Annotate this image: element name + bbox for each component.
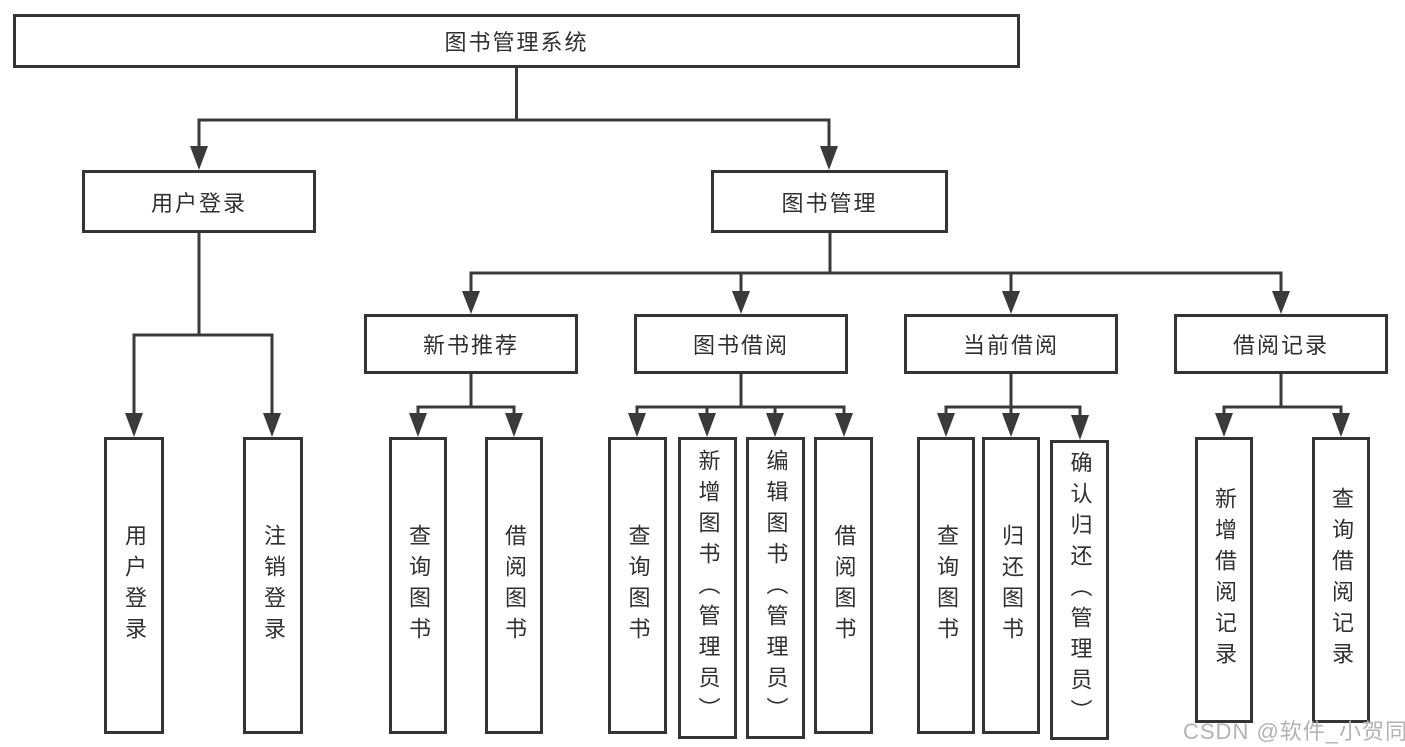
node-new-book-recommend-label: 新书推荐 — [422, 333, 519, 358]
node-book-borrow-label: 图书借阅 — [692, 333, 789, 358]
arrowhead-icon — [505, 413, 523, 437]
leaf-borrow-books-label: 借阅图书 — [831, 523, 857, 648]
connector-book-mgmt-to-level3 — [462, 233, 1290, 314]
node-root-label: 图书管理系统 — [444, 30, 589, 55]
leaf-query-books-current: 查询图书 — [917, 437, 975, 734]
node-new-book-recommend: 新书推荐 — [364, 314, 578, 374]
leaf-borrow-books: 借阅图书 — [814, 437, 873, 734]
leaf-logout: 注销登录 — [243, 437, 303, 734]
leaf-edit-books-admin: 编辑图书（管理员） — [746, 437, 805, 739]
node-user-login-label: 用户登录 — [150, 190, 247, 216]
leaf-return-books-label: 归还图书 — [999, 523, 1024, 648]
leaf-borrow-books-recommend-label: 借阅图书 — [502, 523, 527, 648]
connector-new-book-branch — [409, 374, 523, 437]
node-current-borrow-label: 当前借阅 — [962, 333, 1059, 358]
connector-book-borrow-branch — [628, 374, 853, 437]
leaf-logout-label: 注销登录 — [261, 523, 286, 648]
node-book-management: 图书管理 — [711, 170, 948, 233]
arrowhead-icon — [1002, 291, 1020, 314]
arrowhead-icon — [462, 291, 480, 314]
leaf-user-login-label: 用户登录 — [122, 523, 147, 648]
leaf-confirm-return-admin: 确认归还（管理员） — [1050, 440, 1109, 740]
leaf-edit-books-admin-label: 编辑图书（管理员） — [763, 448, 789, 728]
leaf-query-borrow-record: 查询借阅记录 — [1312, 437, 1370, 723]
connector-user-login-branch — [125, 233, 281, 437]
leaf-add-books-admin: 新增图书（管理员） — [678, 437, 737, 739]
arrowhead-icon — [125, 413, 143, 437]
node-book-management-label: 图书管理 — [781, 190, 878, 216]
node-book-borrow: 图书借阅 — [634, 314, 848, 374]
arrowhead-icon — [1002, 413, 1020, 437]
arrowhead-icon — [732, 291, 750, 314]
node-current-borrow: 当前借阅 — [904, 314, 1118, 374]
watermark: CSDN @软件_小贺同学 — [1183, 719, 1405, 744]
node-borrow-records-label: 借阅记录 — [1232, 333, 1329, 358]
arrowhead-icon — [820, 146, 838, 170]
leaf-query-books-borrow-label: 查询图书 — [625, 523, 651, 648]
leaf-query-books-recommend-label: 查询图书 — [406, 523, 431, 648]
leaf-borrow-books-recommend: 借阅图书 — [485, 437, 543, 734]
arrowhead-icon — [835, 413, 853, 437]
leaf-user-login: 用户登录 — [104, 437, 164, 734]
node-borrow-records: 借阅记录 — [1174, 314, 1388, 374]
leaf-add-borrow-record: 新增借阅记录 — [1195, 437, 1253, 723]
node-user-login: 用户登录 — [82, 170, 316, 233]
arrowhead-icon — [409, 413, 427, 437]
leaf-add-borrow-record-label: 新增借阅记录 — [1212, 487, 1237, 673]
connector-root-to-level2 — [190, 68, 838, 170]
arrowhead-icon — [628, 413, 646, 437]
node-root: 图书管理系统 — [13, 14, 1020, 68]
connector-current-borrow-branch — [937, 374, 1089, 440]
arrowhead-icon — [698, 413, 716, 437]
leaf-query-books-current-label: 查询图书 — [934, 523, 959, 648]
arrowhead-icon — [263, 413, 281, 437]
leaf-query-books-borrow: 查询图书 — [608, 437, 667, 734]
leaf-confirm-return-admin-label: 确认归还（管理员） — [1067, 450, 1093, 730]
leaf-query-borrow-record-label: 查询借阅记录 — [1329, 487, 1354, 673]
leaf-query-books-recommend: 查询图书 — [389, 437, 447, 734]
arrowhead-icon — [1215, 413, 1233, 437]
arrowhead-icon — [937, 413, 955, 437]
arrowhead-icon — [1071, 415, 1089, 440]
leaf-add-books-admin-label: 新增图书（管理员） — [695, 448, 721, 728]
arrowhead-icon — [766, 413, 784, 437]
leaf-return-books: 归还图书 — [982, 437, 1040, 734]
arrowhead-icon — [1272, 291, 1290, 314]
arrowhead-icon — [1332, 413, 1350, 437]
connector-borrow-record-branch — [1215, 374, 1350, 437]
arrowhead-icon — [190, 146, 208, 170]
